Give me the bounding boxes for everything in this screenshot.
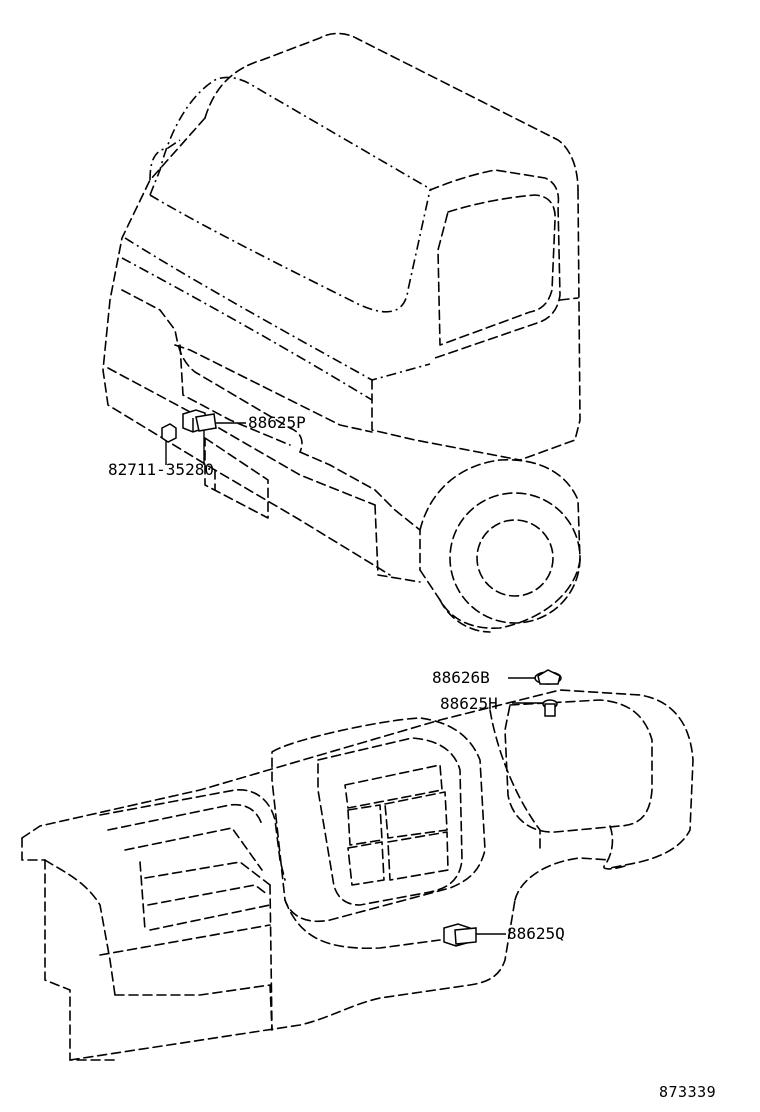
part-label-88625q[interactable]: 88625Q — [507, 924, 565, 943]
diagram-reference-number: 873339 — [659, 1083, 716, 1101]
truck-cab-outline — [102, 32, 581, 633]
instrument-panel-outline — [21, 689, 694, 1061]
part-label-82711-35280[interactable]: 82711-35280 — [108, 460, 214, 479]
part-label-88626b[interactable]: 88626B — [432, 668, 490, 687]
part-label-88625h[interactable]: 88625H — [440, 694, 498, 713]
cab-clip-parts — [161, 409, 246, 465]
part-label-88625p[interactable]: 88625P — [248, 413, 306, 432]
panel-clip-parts — [443, 669, 562, 947]
